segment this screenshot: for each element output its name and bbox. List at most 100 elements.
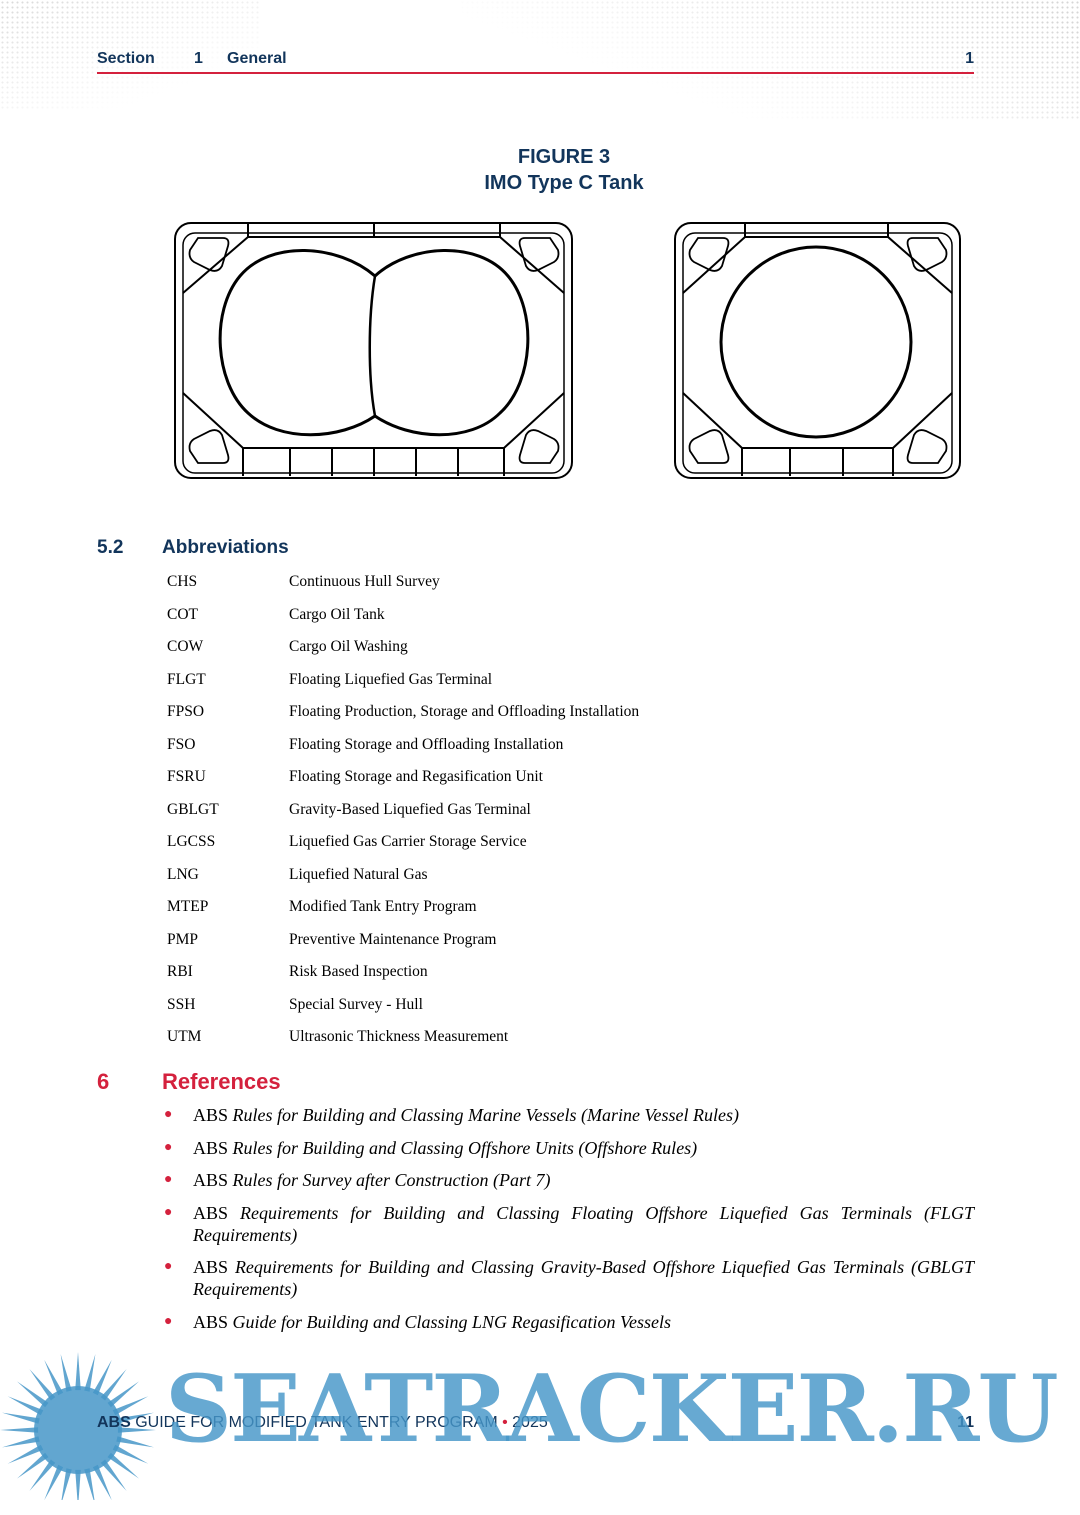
footer-brand: ABS xyxy=(97,1414,131,1431)
abbreviation-term: GBLGT xyxy=(167,800,219,818)
sun-ray xyxy=(7,1396,44,1416)
reference-item: ● ABS Rules for Survey after Construction… xyxy=(164,1169,974,1191)
abbreviation-term: FSRU xyxy=(167,768,206,785)
reference-item: ● ABS Requirements for Building and Class… xyxy=(164,1202,974,1246)
sun-ray xyxy=(107,1452,139,1479)
bullet-icon: ● xyxy=(164,1259,173,1274)
bullet-icon: ● xyxy=(164,1172,173,1187)
abbreviation-definition: Liquefied Gas Carrier Storage Service xyxy=(289,833,527,850)
abbreviation-term: UTM xyxy=(167,1028,202,1045)
sun-ray xyxy=(17,1381,49,1408)
reference-title: Rules for Survey after Construction (Par… xyxy=(232,1170,551,1190)
abbreviation-definition: Floating Production, Storage and Offload… xyxy=(289,703,640,720)
abbreviation-term: COW xyxy=(167,638,204,655)
bullet-icon: ● xyxy=(164,1139,173,1155)
sun-ray xyxy=(112,1444,149,1464)
footer-year: 2025 xyxy=(512,1414,548,1431)
reference-title: Rules for Building and Classing Marine V… xyxy=(232,1105,739,1125)
abbreviation-definition: Preventive Maintenance Program xyxy=(289,930,497,948)
abbreviations-heading: 5.2 Abbreviations xyxy=(97,537,289,559)
abbreviation-term: COT xyxy=(167,605,198,623)
reference-item: ●ABS Rules for Building and Classing Off… xyxy=(164,1137,974,1159)
sun-ray xyxy=(100,1459,127,1491)
reference-item: ● ABS Requirements for Building and Class… xyxy=(164,1256,974,1300)
abbreviation-definition: Floating Storage and Regasification Unit xyxy=(289,768,543,785)
abbreviation-definition: Cargo Oil Washing xyxy=(289,638,408,655)
header-page-number: 1 xyxy=(965,50,974,67)
imo-type-c-tank-figure xyxy=(174,222,961,479)
abbreviation-term: MTEP xyxy=(167,898,209,915)
abbreviation-term: RBI xyxy=(167,963,193,980)
sun-ray xyxy=(107,1381,139,1408)
abbreviation-definition: Ultrasonic Thickness Measurement xyxy=(289,1028,509,1045)
abbreviation-definition: Floating Liquefied Gas Terminal xyxy=(289,670,493,688)
abbreviations-number: 5.2 xyxy=(97,537,124,558)
reference-title: Rules for Building and Classing Offshore… xyxy=(232,1137,698,1158)
bullet-icon: ● xyxy=(164,1204,173,1220)
abbreviation-term: PMP xyxy=(167,930,199,948)
reference-title: Guide for Building and Classing LNG Rega… xyxy=(232,1311,672,1332)
abbreviation-term: LGCSS xyxy=(167,833,216,850)
sun-ray xyxy=(44,1464,64,1500)
watermark-sun-icon xyxy=(0,1352,156,1500)
page-header: Section 1 General 1 xyxy=(97,50,974,74)
sun-ray xyxy=(29,1459,56,1491)
figure-label: FIGURE 3 xyxy=(517,146,611,168)
abbreviation-term: FSO xyxy=(167,735,196,753)
abbreviation-term: FLGT xyxy=(167,670,206,688)
sun-ray xyxy=(61,1468,72,1500)
bullet-icon: ● xyxy=(164,1313,173,1329)
sun-ray xyxy=(7,1444,44,1464)
sun-ray xyxy=(29,1369,56,1401)
reference-publisher: ABS xyxy=(193,1105,233,1125)
references-title: References xyxy=(162,1069,281,1094)
twin-tank-section-drawing xyxy=(174,222,573,479)
single-tank-section-drawing xyxy=(674,222,961,479)
abbreviation-term: SSH xyxy=(167,995,196,1013)
sun-ray xyxy=(2,1436,40,1448)
references-number: 6 xyxy=(97,1069,110,1094)
abbreviation-definition: Modified Tank Entry Program xyxy=(289,898,477,915)
sun-ray xyxy=(92,1359,112,1396)
abbreviation-definition: Floating Storage and Offloading Installa… xyxy=(289,735,564,753)
reference-publisher: ABS xyxy=(193,1257,235,1277)
section-number: 1 xyxy=(194,50,203,67)
bullet-icon: ● xyxy=(164,1107,173,1122)
sun-ray xyxy=(116,1436,154,1448)
reference-publisher: ABS xyxy=(193,1170,233,1190)
sun-ray xyxy=(0,1427,39,1433)
sun-ray xyxy=(75,1352,81,1391)
decorative-dot-pattern-right xyxy=(460,0,1080,120)
sun-ray xyxy=(44,1359,64,1396)
abbreviation-definition: Cargo Oil Tank xyxy=(289,605,385,623)
sun-ray xyxy=(92,1464,112,1500)
page-footer: ABS GUIDE FOR MODIFIED TANK ENTRY PROGRA… xyxy=(97,1414,974,1432)
reference-publisher: ABS xyxy=(193,1202,241,1223)
abbreviation-definition: Risk Based Inspection xyxy=(289,963,428,980)
section-label: Section xyxy=(97,50,155,67)
abbreviation-definition: Gravity-Based Liquefied Gas Terminal xyxy=(289,800,531,818)
reference-item: ● ABS Guide for Building and Classing LNG… xyxy=(164,1311,974,1333)
reference-publisher: ABS xyxy=(193,1311,233,1332)
sun-ray xyxy=(75,1469,81,1500)
section-name: General xyxy=(227,50,287,67)
abbreviation-term: CHS xyxy=(167,573,198,590)
sun-ray xyxy=(117,1427,156,1433)
footer-separator: • xyxy=(502,1414,508,1431)
sun-ray xyxy=(84,1468,95,1500)
abbreviation-definition: Continuous Hull Survey xyxy=(289,573,440,590)
abbreviation-definition: Liquefied Natural Gas xyxy=(289,865,428,883)
sun-ray xyxy=(84,1354,96,1392)
abbreviation-term: LNG xyxy=(167,865,199,883)
abbreviation-term: FPSO xyxy=(167,703,205,720)
sun-ray xyxy=(100,1369,127,1401)
reference-item: ● ABS Rules for Building and Classing Mar… xyxy=(164,1104,974,1126)
sun-ray xyxy=(17,1452,49,1479)
footer-page-number: 11 xyxy=(957,1414,974,1431)
sun-ray xyxy=(60,1354,72,1392)
abbreviations-title: Abbreviations xyxy=(162,537,289,558)
reference-title: Requirements for Building and Classing F… xyxy=(193,1202,974,1245)
reference-title: Requirements for Building and Classing G… xyxy=(193,1257,975,1299)
decorative-dot-pattern-left xyxy=(0,0,260,110)
abbreviation-definition: Special Survey - Hull xyxy=(289,995,423,1013)
